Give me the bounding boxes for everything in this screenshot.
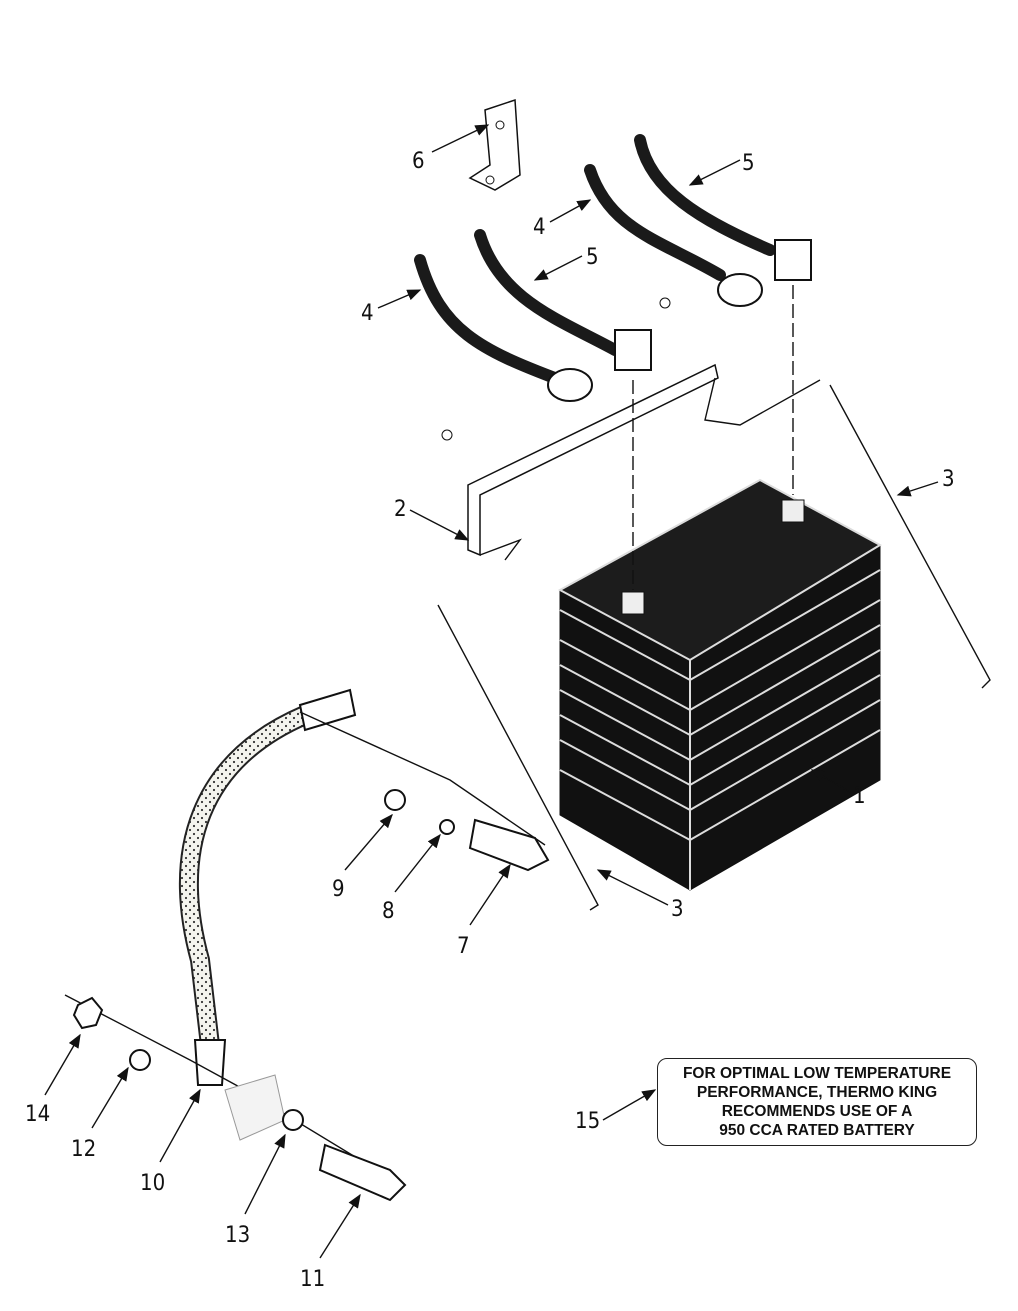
callout-3: 3 [942,467,955,492]
battery-cables [414,134,812,590]
callout-1: 1 [853,784,866,809]
callout-7: 7 [457,934,470,959]
callout-2: 2 [394,497,407,522]
callout-15: 15 [575,1109,600,1134]
callout-4: 4 [361,301,374,326]
ground-strap [64,688,550,1202]
callout-5: 5 [586,245,599,270]
callout-9: 9 [332,877,345,902]
note-line: FOR OPTIMAL LOW TEMPERATURE [682,1065,952,1082]
battery [557,478,883,891]
hold-down-rods [437,384,991,911]
leader-arrows [44,124,939,1259]
callout-13: 13 [225,1223,250,1248]
callout-12: 12 [71,1137,96,1162]
note-line: RECOMMENDS USE OF A [721,1103,913,1120]
callout-4: 4 [533,215,546,240]
callout-8: 8 [382,899,395,924]
callout-14: 14 [25,1102,50,1127]
callout-6: 6 [412,149,425,174]
callout-10: 10 [140,1171,165,1196]
bracket [468,98,521,191]
callout-11: 11 [300,1267,325,1292]
callout-numbers: 6 5 4 5 4 3 2 1 9 8 3 7 14 12 10 13 11 1… [25,149,955,1292]
callout-3: 3 [671,897,684,922]
hold-down-bar [441,297,821,561]
note-line: PERFORMANCE, THERMO KING [696,1084,938,1101]
note-line: 950 CCA RATED BATTERY [719,1122,915,1139]
callout-5: 5 [742,151,755,176]
battery-recommendation-label: FOR OPTIMAL LOW TEMPERATURE PERFORMANCE,… [657,1058,977,1146]
